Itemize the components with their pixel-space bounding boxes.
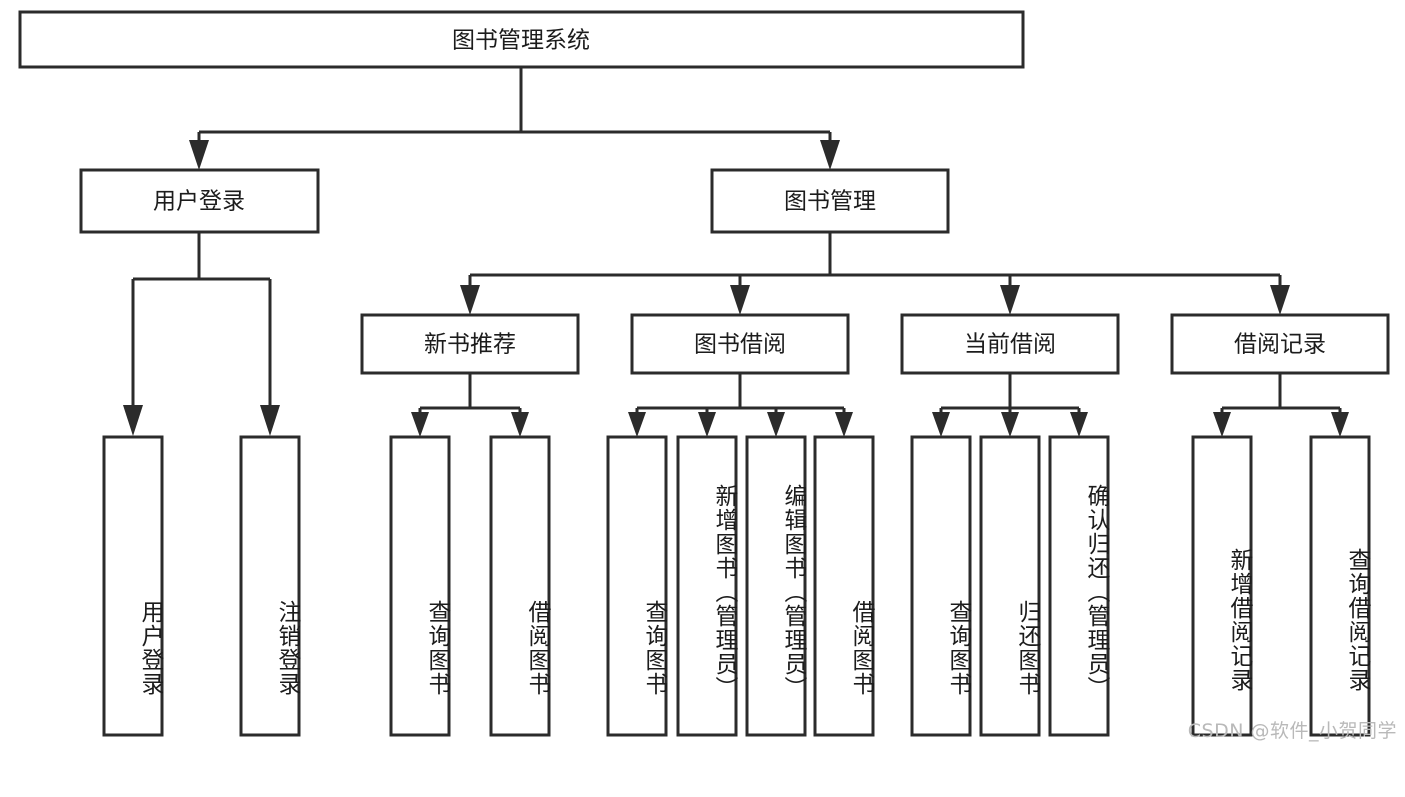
node-label-current-borrow: 当前借阅 [964, 332, 1056, 358]
node-box-leaf-borrow-book-1[interactable] [489, 435, 551, 737]
node-box-user-login[interactable] [79, 168, 320, 234]
arrowhead-leaf-return-book [1001, 412, 1019, 437]
arrowhead-leaf-query-book-2 [628, 412, 646, 437]
node-box-book-manage[interactable] [710, 168, 950, 234]
arrowhead-leaf-user-logout [260, 405, 280, 436]
arrowhead-leaf-borrow-book-1 [511, 412, 529, 437]
arrowhead-borrow-record [1270, 285, 1290, 315]
node-box-leaf-confirm-return[interactable] [1048, 435, 1110, 737]
arrowhead-leaf-borrow-book-2 [835, 412, 853, 437]
connector-group-book-borrow [628, 373, 853, 437]
node-label-borrow-record: 借阅记录 [1234, 332, 1326, 358]
node-label-user-login: 用户登录 [153, 189, 245, 215]
node-label-root: 图书管理系统 [452, 28, 590, 54]
arrowhead-leaf-user-login [123, 405, 143, 436]
node-box-leaf-query-book-1[interactable] [389, 435, 451, 737]
arrowhead-book-borrow [730, 285, 750, 315]
arrowhead-leaf-edit-book [767, 412, 785, 437]
arrowhead-leaf-confirm-return [1070, 412, 1088, 437]
node-box-leaf-borrow-book-2[interactable] [813, 435, 875, 737]
node-box-new-book-rec[interactable] [360, 313, 580, 375]
node-label-book-borrow: 图书借阅 [694, 332, 786, 358]
node-box-book-borrow[interactable] [630, 313, 850, 375]
watermark-text: CSDN @软件_小贺同学 [1187, 720, 1397, 742]
node-box-borrow-record[interactable] [1170, 313, 1390, 375]
node-box-leaf-query-book-2[interactable] [606, 435, 668, 737]
hierarchy-diagram: 图书管理系统 用户登录 图书管理 新书推荐 图书借阅 当前借阅 借阅记录 [18, 10, 1390, 737]
node-box-leaf-edit-book[interactable] [745, 435, 807, 737]
node-box-leaf-add-record[interactable] [1191, 435, 1253, 737]
node-box-leaf-user-logout[interactable] [239, 435, 301, 737]
connector-group-current-borrow [932, 373, 1088, 437]
node-label-book-manage: 图书管理 [784, 189, 876, 215]
node-box-leaf-return-book[interactable] [979, 435, 1041, 737]
arrowhead-user-login [189, 140, 209, 170]
connector-group-book-manage [460, 232, 1290, 315]
arrowhead-leaf-query-book-3 [932, 412, 950, 437]
diagram-canvas: 图书管理系统 用户登录 图书管理 新书推荐 图书借阅 当前借阅 借阅记录 用户登… [18, 10, 1397, 742]
node-label-new-book-rec: 新书推荐 [424, 332, 516, 358]
arrowhead-new-book-rec [460, 285, 480, 315]
connector-group-user-login [123, 232, 280, 436]
connector-group-root [189, 67, 840, 170]
node-box-leaf-user-login[interactable] [102, 435, 164, 737]
node-box-leaf-query-record[interactable] [1309, 435, 1371, 737]
node-box-root[interactable] [18, 10, 1025, 69]
arrowhead-book-manage [820, 140, 840, 170]
node-box-leaf-add-book[interactable] [676, 435, 738, 737]
connector-group-new-book-rec [411, 373, 529, 437]
connector-group-borrow-record [1213, 373, 1349, 437]
node-box-current-borrow[interactable] [900, 313, 1120, 375]
arrowhead-leaf-query-book-1 [411, 412, 429, 437]
arrowhead-leaf-add-book [698, 412, 716, 437]
arrowhead-leaf-add-record [1213, 412, 1231, 437]
arrowhead-leaf-query-record [1331, 412, 1349, 437]
arrowhead-current-borrow [1000, 285, 1020, 315]
node-box-leaf-query-book-3[interactable] [910, 435, 972, 737]
